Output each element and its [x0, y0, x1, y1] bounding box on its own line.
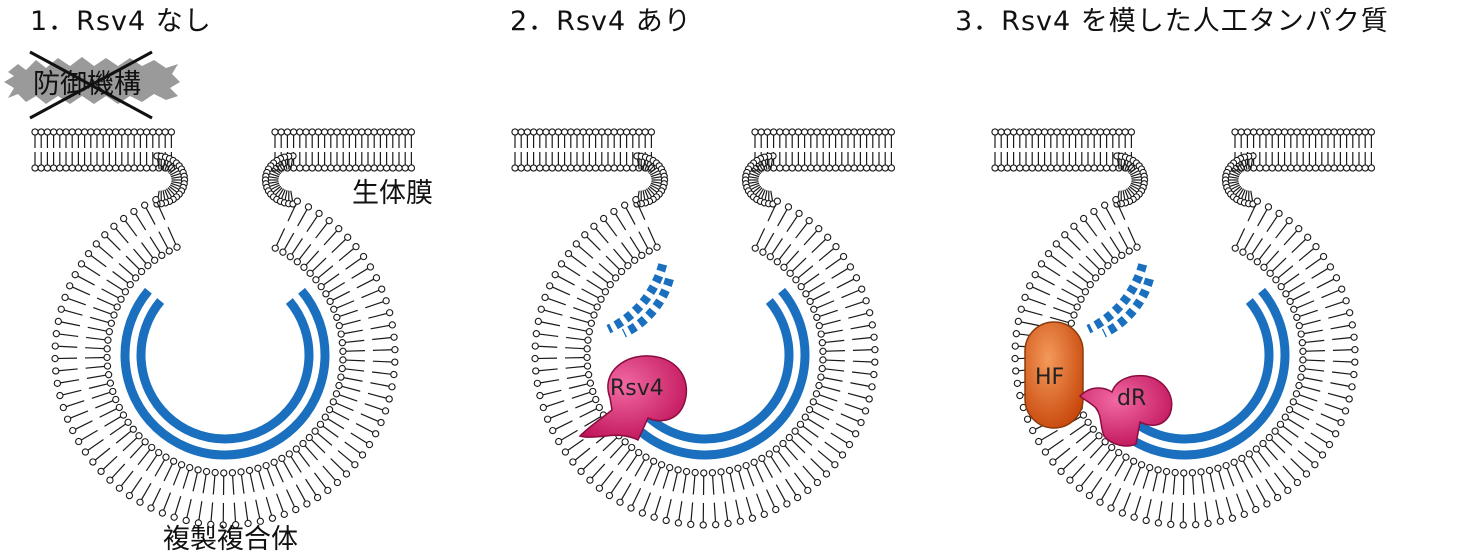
dr-shape: [1078, 374, 1173, 447]
hf-shape: [1024, 321, 1084, 429]
hf-label: HF: [1035, 365, 1064, 390]
panel-1-title: 1．Rsv4 なし: [30, 6, 212, 37]
replication-complex-rna-dashed: [1086, 263, 1154, 338]
replication-complex-rna: [120, 287, 330, 460]
cross-line-2: [29, 50, 153, 120]
hf-domain: HF: [1024, 321, 1084, 429]
membrane-label: 生体膜: [352, 178, 433, 209]
panel-1: 防御機構 生体膜 複製複合体: [4, 50, 433, 555]
defense-burst-shape: [4, 57, 180, 104]
panel-2-title: 2．Rsv4 あり: [510, 6, 692, 37]
defense-mechanism-badge: 防御機構: [4, 50, 180, 120]
panel-3: HF dR: [991, 128, 1376, 529]
replication-complex-rna: [612, 287, 810, 460]
panel-3-title: 3．Rsv4 を模した人工タンパク質: [955, 6, 1389, 37]
rsv4-protein: Rsv4: [578, 355, 688, 442]
panel-2: Rsv4: [511, 128, 896, 529]
dr-label: dR: [1117, 386, 1146, 411]
rsv4-label: Rsv4: [610, 376, 664, 401]
replication-complex-label: 複製複合体: [163, 524, 298, 555]
biomembrane: [31, 128, 416, 529]
dr-domain: dR: [1078, 374, 1173, 447]
rsv4-shape: [578, 355, 688, 442]
replication-complex-rna-dashed: [606, 263, 674, 338]
biomembrane: [511, 128, 896, 529]
